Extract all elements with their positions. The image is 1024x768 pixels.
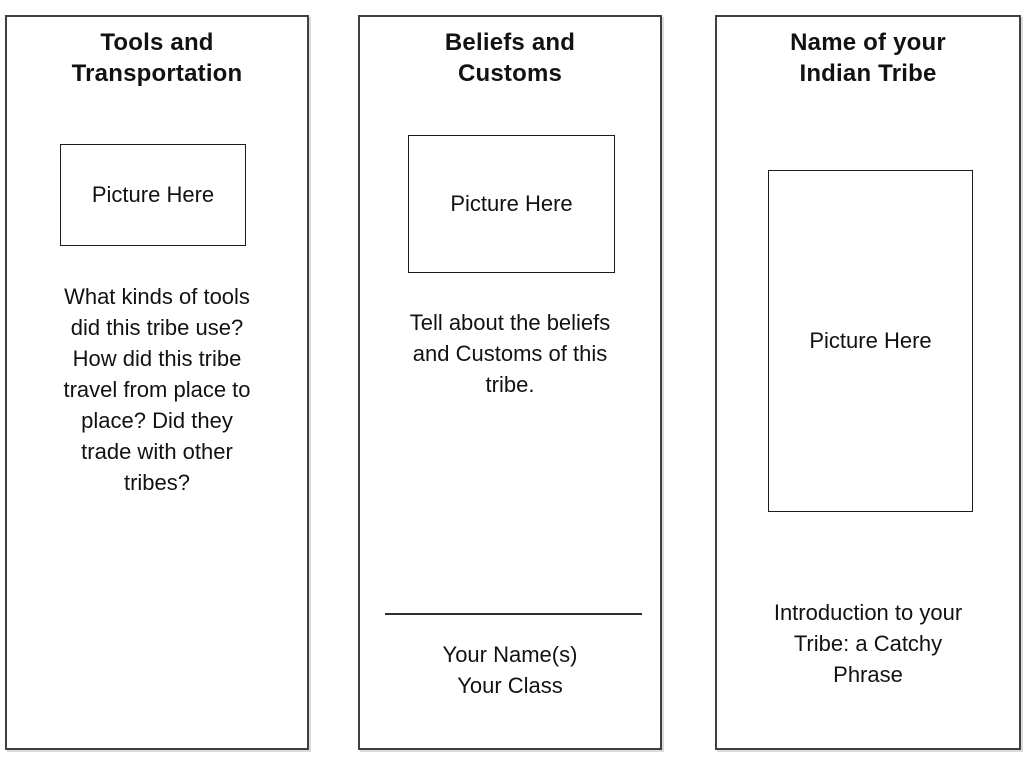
panel-beliefs-and-customs: Beliefs and Customs Picture Here Tell ab… — [358, 15, 662, 750]
signature-underline — [385, 613, 642, 615]
panel-tools-and-transportation: Tools and Transportation Picture Here Wh… — [5, 15, 309, 750]
signature-text: Your Name(s) Your Class — [442, 642, 578, 698]
panel-title: Beliefs and Customs — [444, 29, 576, 87]
panel-title: Tools and Transportation — [71, 29, 243, 87]
picture-placeholder-box[interactable]: Picture Here — [60, 144, 246, 246]
panel-body-text: What kinds of tools did this tribe use? … — [63, 284, 251, 495]
picture-placeholder-label: Picture Here — [450, 191, 573, 216]
panel-body-text: Introduction to your Tribe: a Catchy Phr… — [773, 600, 963, 687]
picture-placeholder-box[interactable]: Picture Here — [768, 170, 973, 512]
panel-body-text: Tell about the beliefs and Customs of th… — [409, 310, 611, 397]
picture-placeholder-label: Picture Here — [809, 328, 932, 353]
panel-title: Name of your Indian Tribe — [790, 29, 946, 87]
picture-placeholder-label: Picture Here — [91, 182, 215, 207]
picture-placeholder-box[interactable]: Picture Here — [408, 135, 615, 273]
panel-name-of-your-indian-tribe: Name of your Indian Tribe Picture Here I… — [715, 15, 1021, 750]
